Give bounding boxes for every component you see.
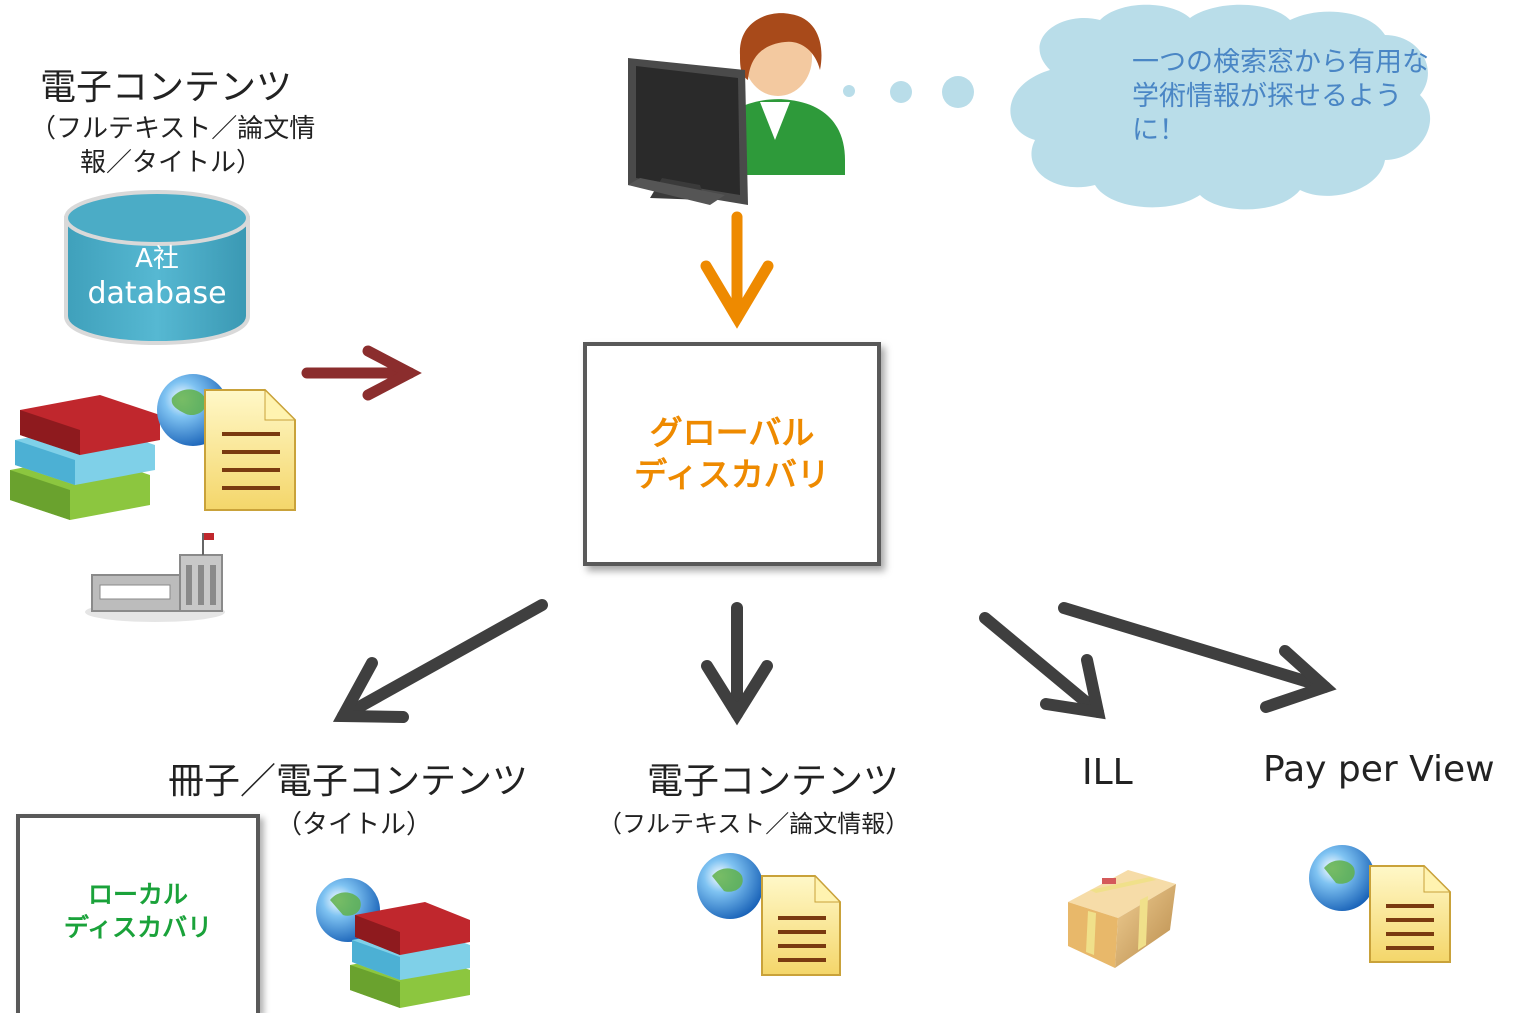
source-subtitle-line2: 報／タイトル） [80, 148, 263, 178]
output-electronic-title: 電子コンテンツ [647, 761, 900, 802]
local-discovery-box: ローカル ディスカバリ [16, 814, 260, 1013]
local-discovery-label-line2: ディスカバリ [63, 913, 213, 942]
global-discovery-label-line1: グローバル [649, 413, 815, 452]
globe-document-icon [1309, 845, 1452, 963]
global-discovery-box: グローバル ディスカバリ [583, 342, 881, 566]
arrow-to-pay-per-view [1058, 602, 1331, 693]
package-box-icon [1068, 870, 1176, 968]
thought-text: 一つの検索窓から有用な学術情報が探せるように！ [1132, 47, 1429, 146]
globe-document-icon [697, 853, 842, 976]
output-print-electronic-subtitle: （タイトル） [276, 810, 433, 840]
source-subtitle-line1: （フルテキスト／論文情 [30, 114, 316, 144]
source-title: 電子コンテンツ [40, 67, 293, 108]
database-label-company: A社 [135, 244, 179, 274]
output-arrows [332, 599, 1337, 726]
user-at-computer-icon [628, 13, 845, 205]
library-building-icon [85, 533, 225, 622]
user-to-discovery-arrow [700, 211, 774, 329]
source-to-discovery-arrow [301, 345, 422, 401]
thought-cloud [843, 4, 1431, 210]
global-discovery-label-line2: ディスカバリ [634, 455, 830, 494]
books-globe-icon [316, 878, 470, 1008]
output-ill-title: ILL [1082, 752, 1133, 793]
books-globe-document-icon [10, 374, 297, 520]
database-label: database [87, 276, 227, 311]
local-discovery-label-line1: ローカル [87, 880, 188, 909]
arrow-to-print-electronic [337, 599, 548, 722]
output-pay-per-view-title: Pay per View [1263, 749, 1495, 790]
output-print-electronic-title: 冊子／電子コンテンツ [168, 761, 529, 802]
output-electronic-subtitle: （フルテキスト／論文情報） [598, 810, 910, 838]
database-cylinder-icon [64, 190, 250, 345]
arrow-to-ill [979, 612, 1104, 718]
